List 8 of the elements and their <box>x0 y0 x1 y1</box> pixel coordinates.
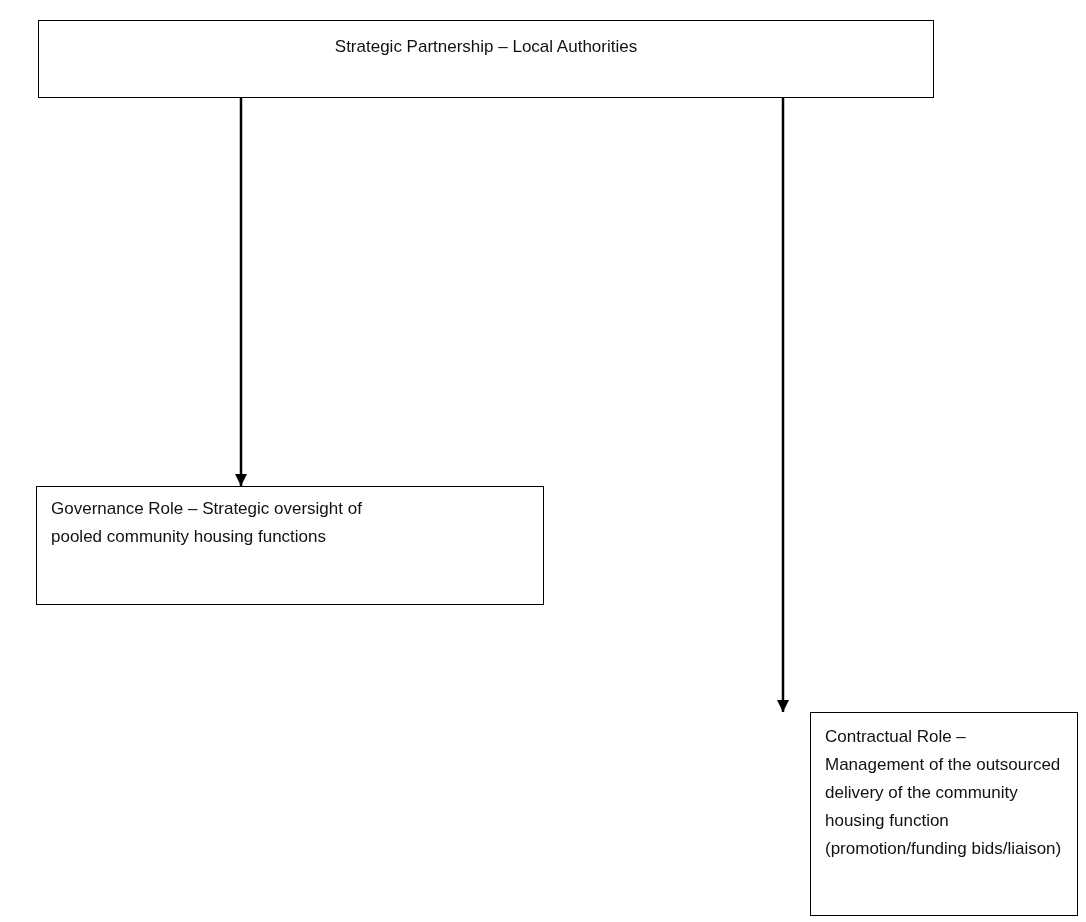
process-box <box>36 486 544 605</box>
box-text: Strategic Partnership – Local Authorities <box>333 36 639 58</box>
process-box <box>810 712 1078 916</box>
box-text: Governance Role – Strategic oversight of pooled community housing functions <box>51 498 363 548</box>
box-text: Contractual Role – Management of the outsourced delivery of the community housing function (promotion/funding bids/liaison) <box>825 726 1063 860</box>
arrow <box>776 98 790 712</box>
process-box <box>38 20 934 98</box>
arrow <box>234 98 248 486</box>
